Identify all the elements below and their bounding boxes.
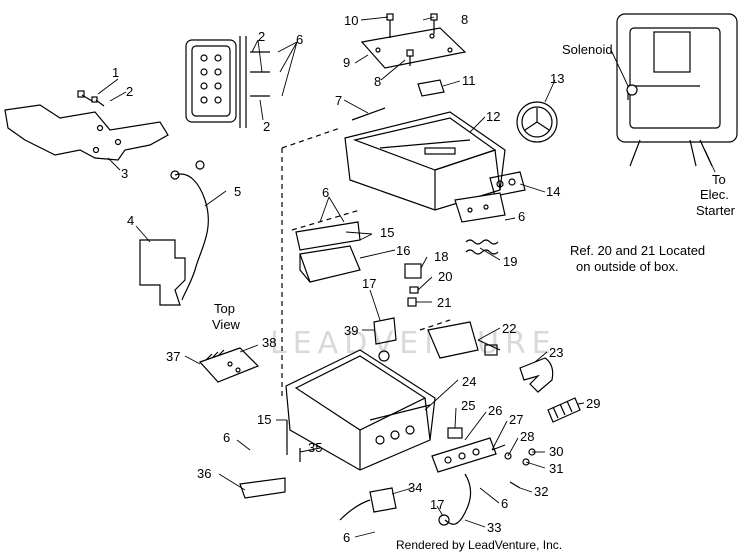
callout-11: 11 <box>462 73 476 88</box>
callout-19: 19 <box>503 254 518 269</box>
callout-17: 17 <box>430 497 445 512</box>
callout-22: 22 <box>502 321 517 336</box>
fastener-21 <box>407 297 417 307</box>
callout-1: 1 <box>112 65 120 80</box>
relay-18 <box>404 263 422 279</box>
callout-17: 17 <box>362 276 377 291</box>
callout-23: 23 <box>549 345 564 360</box>
callout-21: 21 <box>437 295 452 310</box>
callout-27: 27 <box>509 412 524 427</box>
washer-31 <box>522 458 530 466</box>
connector-34 <box>339 487 397 521</box>
sleeve-29 <box>547 397 581 423</box>
callout-7: 7 <box>335 93 343 108</box>
callout-33: 33 <box>487 520 502 535</box>
callout-18: 18 <box>434 249 449 264</box>
callout-6: 6 <box>296 32 304 47</box>
to-elec-label-1: To <box>712 172 726 187</box>
assembly-outline <box>281 127 451 400</box>
terminal-block-14 <box>454 171 526 223</box>
callout-6: 6 <box>518 209 526 224</box>
cover-plate <box>360 13 467 69</box>
bushing-25 <box>447 427 463 439</box>
callout-3: 3 <box>121 166 129 181</box>
actuator-39 <box>373 317 397 362</box>
top-view-module <box>185 36 270 128</box>
bracket-4 <box>139 239 186 306</box>
callout-6: 6 <box>501 496 509 511</box>
callout-24: 24 <box>462 374 477 389</box>
callout-2: 2 <box>258 29 266 44</box>
top-view-label-2: View <box>212 317 240 332</box>
callout-34: 34 <box>408 480 423 495</box>
callout-37: 37 <box>166 349 181 364</box>
terminal-27 <box>491 444 506 451</box>
solenoid-inset <box>616 13 738 167</box>
callout-32: 32 <box>534 484 549 499</box>
grommet-11 <box>417 79 445 97</box>
callout-16: 16 <box>396 243 411 258</box>
callout-35: 35 <box>308 440 323 455</box>
connector-13 <box>516 101 558 143</box>
callout-10: 10 <box>344 13 359 28</box>
bracket-36 <box>239 477 286 499</box>
circuit-board-38 <box>198 347 260 383</box>
callout-6: 6 <box>343 530 351 545</box>
callout-25: 25 <box>461 398 476 413</box>
solenoid-label: Solenoid <box>562 42 613 57</box>
bolt-1 <box>77 90 93 102</box>
lower-box <box>285 349 436 471</box>
render-credit: Rendered by LeadVenture, Inc. <box>396 538 563 552</box>
callout-8: 8 <box>374 74 382 89</box>
callout-20: 20 <box>438 269 453 284</box>
cable-5 <box>170 160 209 301</box>
bolt-2 <box>91 96 105 107</box>
wire-33 <box>444 473 472 525</box>
callout-38: 38 <box>262 335 277 350</box>
callout-2: 2 <box>263 119 271 134</box>
to-elec-label-2: Elec. <box>700 187 729 202</box>
callout-29: 29 <box>586 396 601 411</box>
callout-15: 15 <box>380 225 395 240</box>
plug-22 <box>427 321 501 359</box>
screw-32 <box>509 481 521 489</box>
callout-9: 9 <box>343 55 351 70</box>
bracket-plate <box>4 104 169 161</box>
callout-2: 2 <box>126 84 134 99</box>
ref-note-line-1: Ref. 20 and 21 Located <box>570 243 706 258</box>
side-plate-26 <box>431 437 497 473</box>
callout-15: 15 <box>257 412 272 427</box>
callout-31: 31 <box>549 461 564 476</box>
callout-14: 14 <box>546 184 561 199</box>
upper-box <box>344 107 506 211</box>
ref-note-line-2: on outside of box. <box>576 259 679 274</box>
callout-28: 28 <box>520 429 535 444</box>
fastener-20 <box>409 286 419 294</box>
callout-13: 13 <box>550 71 565 86</box>
callout-12: 12 <box>486 109 501 124</box>
spring-19 <box>465 239 499 255</box>
to-elec-label-3: Starter <box>696 203 736 218</box>
callout-26: 26 <box>488 403 503 418</box>
callout-6: 6 <box>322 185 330 200</box>
callout-39: 39 <box>344 323 359 338</box>
elbow-23 <box>519 357 554 393</box>
watermark: LEADVENTURE <box>270 326 557 361</box>
washer-28 <box>504 452 512 460</box>
callout-36: 36 <box>197 466 212 481</box>
module-16 <box>299 245 361 283</box>
callout-30: 30 <box>549 444 564 459</box>
clip-17-lower <box>438 514 450 526</box>
callout-6: 6 <box>223 430 231 445</box>
callout-5: 5 <box>234 184 242 199</box>
leader-lines <box>97 16 716 538</box>
callout-4: 4 <box>127 213 135 228</box>
callout-8: 8 <box>461 12 469 27</box>
top-view-label-1: Top <box>214 301 235 316</box>
